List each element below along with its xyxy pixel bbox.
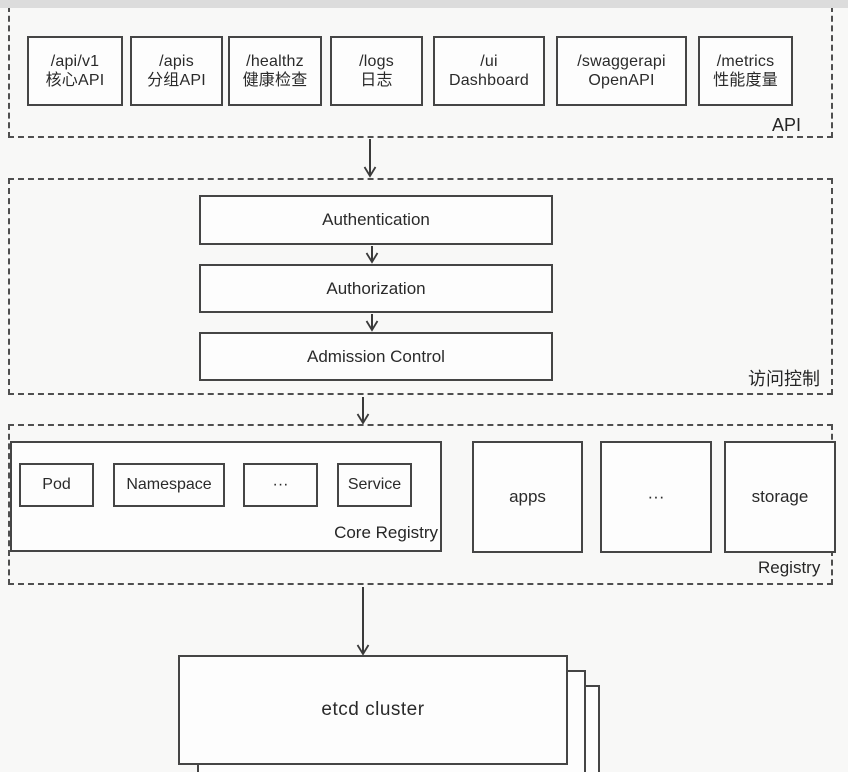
authorization-box: Authorization <box>199 264 553 313</box>
pod-box: Pod <box>19 463 94 507</box>
api-box-metrics: /metrics 性能度量 <box>698 36 793 106</box>
api-box-logs-desc: 日志 <box>360 72 393 89</box>
api-box-apis-desc: 分组API <box>147 72 206 89</box>
storage-label: storage <box>751 487 809 506</box>
etcd-cluster-label: etcd cluster <box>321 699 425 720</box>
core-registry-label: Core Registry <box>334 523 438 542</box>
admission-control-label: Admission Control <box>307 346 445 366</box>
service-box: Service <box>337 463 412 507</box>
api-box-logs-path: /logs <box>359 53 394 70</box>
api-box-healthz-path: /healthz <box>246 53 304 70</box>
apps-box: apps <box>472 441 583 553</box>
arrow-down-icon <box>356 587 370 656</box>
registry-section-label: Registry <box>758 558 821 577</box>
api-section-label: API <box>772 115 802 135</box>
authentication-box: Authentication <box>199 195 553 245</box>
etcd-cluster-box: etcd cluster <box>178 655 568 765</box>
ellipsis-label: ··· <box>647 487 665 506</box>
registry-ellipsis-box: ··· <box>600 441 712 553</box>
api-box-metrics-desc: 性能度量 <box>713 72 778 89</box>
api-box-healthz-desc: 健康检查 <box>242 72 308 89</box>
ellipsis-label: ··· <box>272 476 289 493</box>
api-box-swagger-desc: OpenAPI <box>588 72 655 89</box>
api-box-core-path: /api/v1 <box>50 53 100 70</box>
image-crop-bar <box>0 0 848 8</box>
api-box-ui-path: /ui <box>480 53 498 70</box>
api-box-metrics-path: /metrics <box>716 53 775 70</box>
access-control-section-label: 访问控制 <box>748 369 820 389</box>
core-ellipsis-box: ··· <box>243 463 318 507</box>
access-control-section <box>8 178 833 395</box>
api-box-swagger-path: /swaggerapi <box>577 53 666 70</box>
admission-control-box: Admission Control <box>199 332 553 381</box>
api-box-healthz: /healthz 健康检查 <box>228 36 322 106</box>
namespace-label: Namespace <box>126 476 212 493</box>
api-box-apis-path: /apis <box>159 53 194 70</box>
api-box-swagger: /swaggerapi OpenAPI <box>556 36 687 106</box>
api-box-core: /api/v1 核心API <box>27 36 123 106</box>
arrow-down-icon <box>363 139 377 178</box>
api-box-ui-desc: Dashboard <box>448 72 530 89</box>
api-box-apis: /apis 分组API <box>130 36 223 106</box>
namespace-box: Namespace <box>113 463 225 507</box>
api-box-core-desc: 核心API <box>45 72 105 89</box>
api-box-ui: /ui Dashboard <box>433 36 545 106</box>
arrow-down-icon <box>365 314 379 332</box>
authorization-label: Authorization <box>326 278 426 298</box>
arrow-down-icon <box>365 246 379 264</box>
arrow-down-icon <box>356 397 370 425</box>
storage-box: storage <box>724 441 836 553</box>
apps-label: apps <box>509 487 546 506</box>
pod-label: Pod <box>42 476 71 493</box>
api-box-logs: /logs 日志 <box>330 36 423 106</box>
authentication-label: Authentication <box>322 210 430 229</box>
service-label: Service <box>347 476 402 493</box>
